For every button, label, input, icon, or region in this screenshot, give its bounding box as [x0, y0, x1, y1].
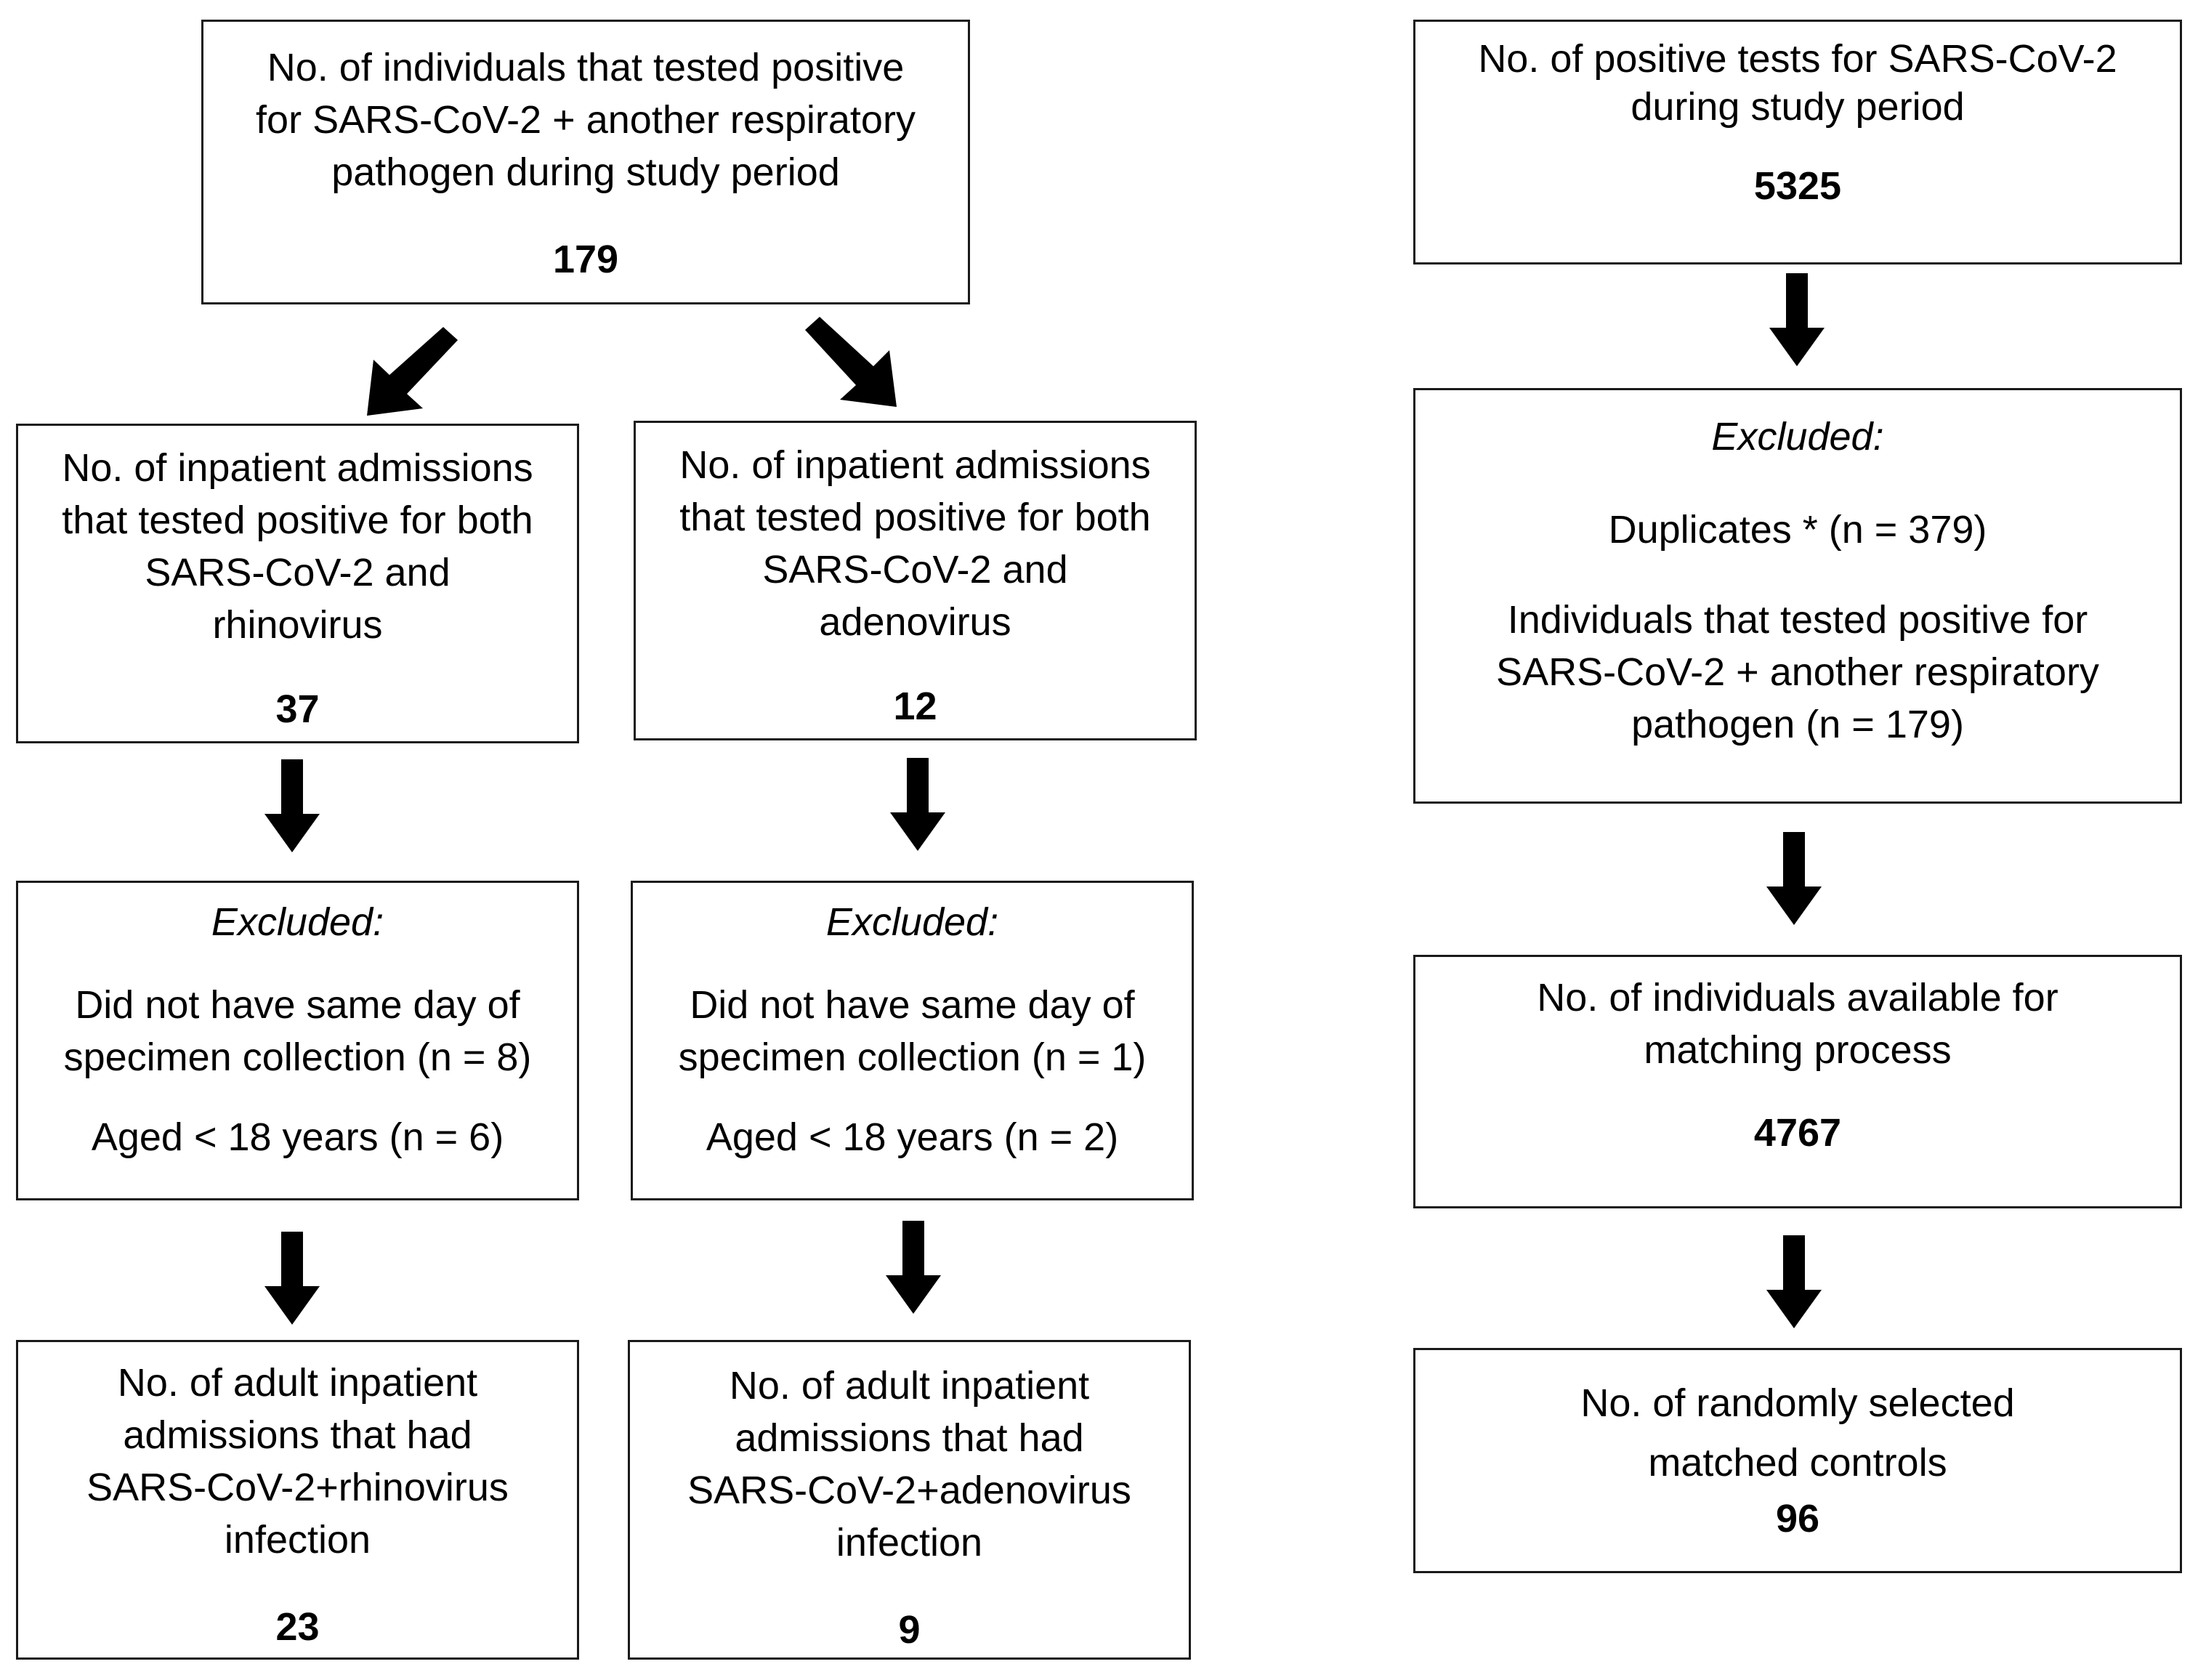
rhino-excluded-heading: Excluded: [211, 900, 384, 944]
adeno-final-line-1: No. of adult inpatient [729, 1364, 1090, 1408]
adeno-admissions-line-2: that tested positive for both [679, 496, 1151, 539]
rhino-excluded-item2: Aged < 18 years (n = 6) [91, 1115, 504, 1159]
rhino-admissions-box: No. of inpatient admissions that tested … [16, 424, 579, 743]
rhino-admissions-line-4: rhinovirus [212, 603, 383, 647]
right-excluded-item2-line-3: pathogen (n = 179) [1631, 703, 1964, 746]
arrow-down-right-2-icon [1766, 832, 1822, 925]
rhino-admissions-line-3: SARS-CoV-2 and [145, 551, 450, 594]
adeno-excluded-item2: Aged < 18 years (n = 2) [706, 1115, 1119, 1159]
adeno-final-box: No. of adult inpatient admissions that h… [628, 1340, 1191, 1660]
available-line-2: matching process [1644, 1028, 1952, 1072]
controls-line-1: No. of randomly selected [1580, 1381, 2015, 1425]
available-count: 4767 [1753, 1111, 1842, 1155]
rhino-admissions-line-2: that tested positive for both [62, 498, 533, 542]
right-excluded-heading: Excluded: [1711, 415, 1884, 459]
controls-line-2: matched controls [1648, 1441, 1947, 1485]
rhino-admissions-count: 37 [275, 687, 320, 731]
positive-tests-box: No. of positive tests for SARS-CoV-2 dur… [1413, 20, 2182, 264]
adeno-admissions-line-3: SARS-CoV-2 and [762, 548, 1068, 591]
right-excluded-item2-line-1: Individuals that tested positive for [1507, 598, 2088, 642]
positive-tests-count: 5325 [1753, 164, 1842, 208]
adeno-admissions-box: No. of inpatient admissions that tested … [634, 421, 1197, 740]
rhino-final-box: No. of adult inpatient admissions that h… [16, 1340, 579, 1660]
rhino-excluded-item1-line-1: Did not have same day of [75, 983, 520, 1027]
top-individuals-box: No. of individuals that tested positive … [201, 20, 970, 304]
top-individuals-line-1: No. of individuals that tested positive [267, 46, 905, 89]
right-excluded-box: Excluded: Duplicates * (n = 379) Individ… [1413, 388, 2182, 804]
arrow-down-rhino-2-icon [264, 1232, 320, 1325]
available-box: No. of individuals available for matchin… [1413, 955, 2182, 1208]
adeno-admissions-count: 12 [893, 684, 937, 728]
positive-tests-line-1: No. of positive tests for SARS-CoV-2 [1478, 37, 2117, 81]
rhino-excluded-box: Excluded: Did not have same day of speci… [16, 881, 579, 1200]
adeno-excluded-item1-line-1: Did not have same day of [690, 983, 1135, 1027]
adeno-final-line-2: admissions that had [735, 1416, 1084, 1460]
rhino-admissions-line-1: No. of inpatient admissions [62, 446, 533, 490]
rhino-final-line-2: admissions that had [123, 1413, 472, 1457]
arrow-down-right-1-icon [1769, 273, 1825, 366]
rhino-final-line-4: infection [224, 1518, 371, 1562]
right-excluded-item1: Duplicates * (n = 379) [1608, 508, 1987, 552]
controls-box: No. of randomly selected matched control… [1413, 1348, 2182, 1573]
adeno-final-line-3: SARS-CoV-2+adenovirus [687, 1469, 1131, 1512]
rhino-final-line-3: SARS-CoV-2+rhinovirus [86, 1466, 509, 1509]
adeno-final-count: 9 [898, 1608, 921, 1652]
arrow-down-adeno-2-icon [886, 1221, 941, 1314]
adeno-final-line-4: infection [836, 1521, 983, 1564]
rhino-final-line-1: No. of adult inpatient [117, 1361, 478, 1405]
top-individuals-line-2: for SARS-CoV-2 + another respiratory [256, 98, 916, 142]
arrow-down-right-3-icon [1766, 1235, 1822, 1328]
arrow-diagonal-left-icon [367, 327, 458, 416]
controls-count: 96 [1775, 1497, 1820, 1540]
adeno-excluded-heading: Excluded: [825, 900, 999, 944]
available-line-1: No. of individuals available for [1537, 976, 2058, 1019]
rhino-final-count: 23 [275, 1605, 320, 1649]
top-individuals-line-3: pathogen during study period [331, 150, 840, 194]
arrow-down-rhino-1-icon [264, 759, 320, 852]
adeno-admissions-line-1: No. of inpatient admissions [679, 443, 1151, 487]
positive-tests-line-2: during study period [1631, 85, 1965, 129]
arrow-down-adeno-1-icon [890, 758, 945, 851]
top-individuals-count: 179 [552, 238, 619, 281]
adeno-excluded-item1-line-2: specimen collection (n = 1) [678, 1035, 1147, 1079]
adeno-admissions-line-4: adenovirus [819, 600, 1011, 644]
right-excluded-item2-line-2: SARS-CoV-2 + another respiratory [1496, 650, 2099, 694]
adeno-excluded-box: Excluded: Did not have same day of speci… [631, 881, 1194, 1200]
rhino-excluded-item1-line-2: specimen collection (n = 8) [63, 1035, 532, 1079]
arrow-diagonal-right-icon [805, 317, 897, 407]
